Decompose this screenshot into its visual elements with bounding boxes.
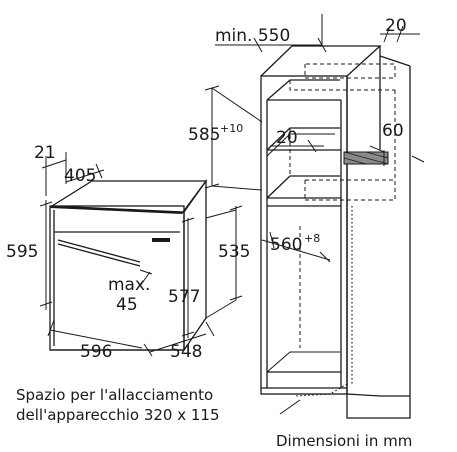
dim-depth: 548 [170,342,202,362]
dim-front-width: 596 [80,342,112,362]
connection-note-line2: dell'apparecchio 320 x 115 [16,406,220,424]
dim-front-height: 595 [6,242,38,262]
dim-inner-width: 560 [270,235,302,255]
dim-inner-width-tolerance: +8 [304,232,320,245]
dim-body-height: 535 [218,242,250,262]
connection-note-line1: Spazio per l'allacciamento [16,386,213,404]
cabinet-drawing [260,45,411,419]
cabinet-dimensions: min. 550 20 585 +10 20 60 560 +8 [188,14,425,263]
dim-panel: 20 [385,16,407,36]
dim-cavity-height: 577 [168,287,200,307]
dim-max-label: max. [108,275,150,295]
dim-niche-height: 585 [188,125,220,145]
notes: Spazio per l'allacciamento dell'apparecc… [16,386,412,450]
oven-drawing [49,178,208,351]
units-note: Dimensioni in mm [276,432,412,450]
dim-max-value: 45 [116,295,138,315]
dim-inner-width-oven: 405 [64,166,96,186]
dim-inner-gap: 20 [276,128,298,148]
dim-top-offset: 21 [34,143,56,163]
dim-niche-height-tolerance: +10 [220,122,243,135]
dim-depth-gap: 60 [382,121,404,141]
oven-dimensions: 21 405 595 535 577 max. 45 596 [6,143,250,362]
dim-min-width: min. 550 [215,26,290,46]
